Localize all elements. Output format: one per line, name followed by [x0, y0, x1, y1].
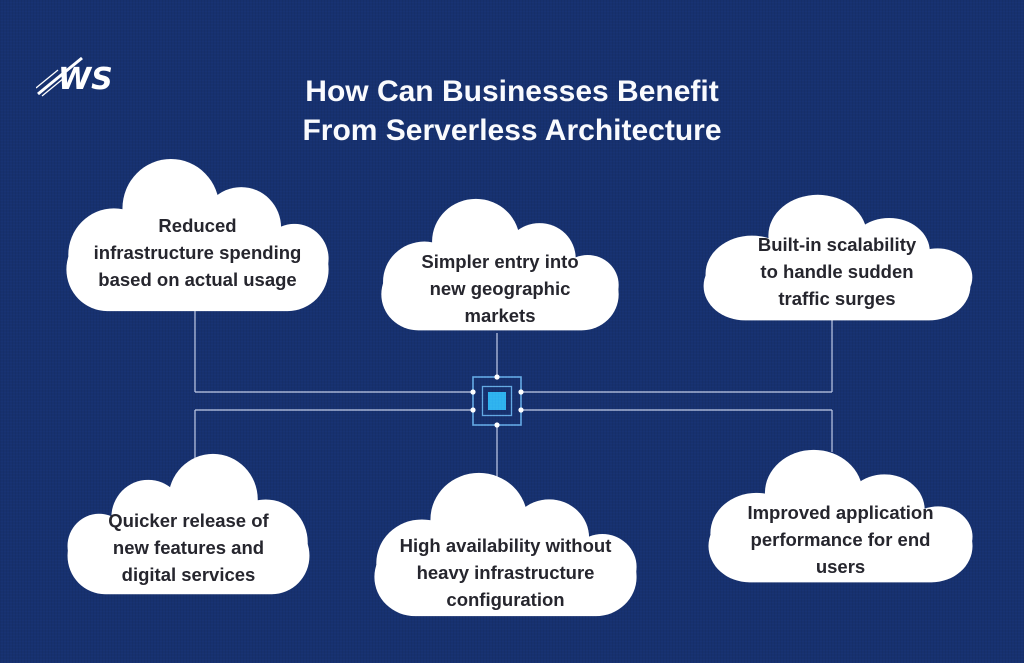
iws-logo-icon: WS	[36, 56, 113, 97]
page-title-line2: From Serverless Architecture	[302, 114, 722, 147]
benefit-cloud-reduced-spending: Reduced infrastructure spending based on…	[55, 158, 340, 313]
cloud-shape-icon	[381, 198, 619, 331]
benefit-cloud-high-availability: High availability without heavy infrastr…	[363, 472, 648, 618]
benefit-cloud-geographic-markets: Simpler entry into new geographic market…	[371, 198, 629, 332]
benefit-cloud-quicker-release: Quicker release of new features and digi…	[57, 453, 320, 596]
page-title-line1: How Can Businesses Benefit	[305, 75, 719, 108]
benefit-text: Simpler entry into new geographic market…	[421, 251, 579, 326]
logo-text: WS	[58, 62, 113, 97]
benefit-text: Built-in scalability to handle sudden tr…	[757, 234, 917, 309]
benefit-text: High availability without heavy infrastr…	[399, 535, 612, 610]
cloud-shape-icon	[374, 472, 637, 617]
page-title: How Can Businesses Benefit From Serverle…	[0, 72, 1024, 150]
cloud-shape-icon	[67, 453, 310, 595]
benefit-text: Quicker release of new features and digi…	[108, 510, 269, 585]
benefit-cloud-improved-performance: Improved application performance for end…	[697, 449, 984, 584]
benefit-text: Improved application performance for end…	[747, 502, 934, 577]
serverless-core-icon	[470, 374, 524, 428]
benefit-text: Reduced infrastructure spending based on…	[93, 215, 302, 290]
cloud-shape-icon	[66, 158, 329, 312]
iws-logo: WS	[36, 54, 124, 98]
cloud-shape-icon	[703, 194, 973, 321]
cloud-shape-icon	[708, 449, 973, 583]
benefit-cloud-built-in-scalability: Built-in scalability to handle sudden tr…	[692, 194, 982, 322]
